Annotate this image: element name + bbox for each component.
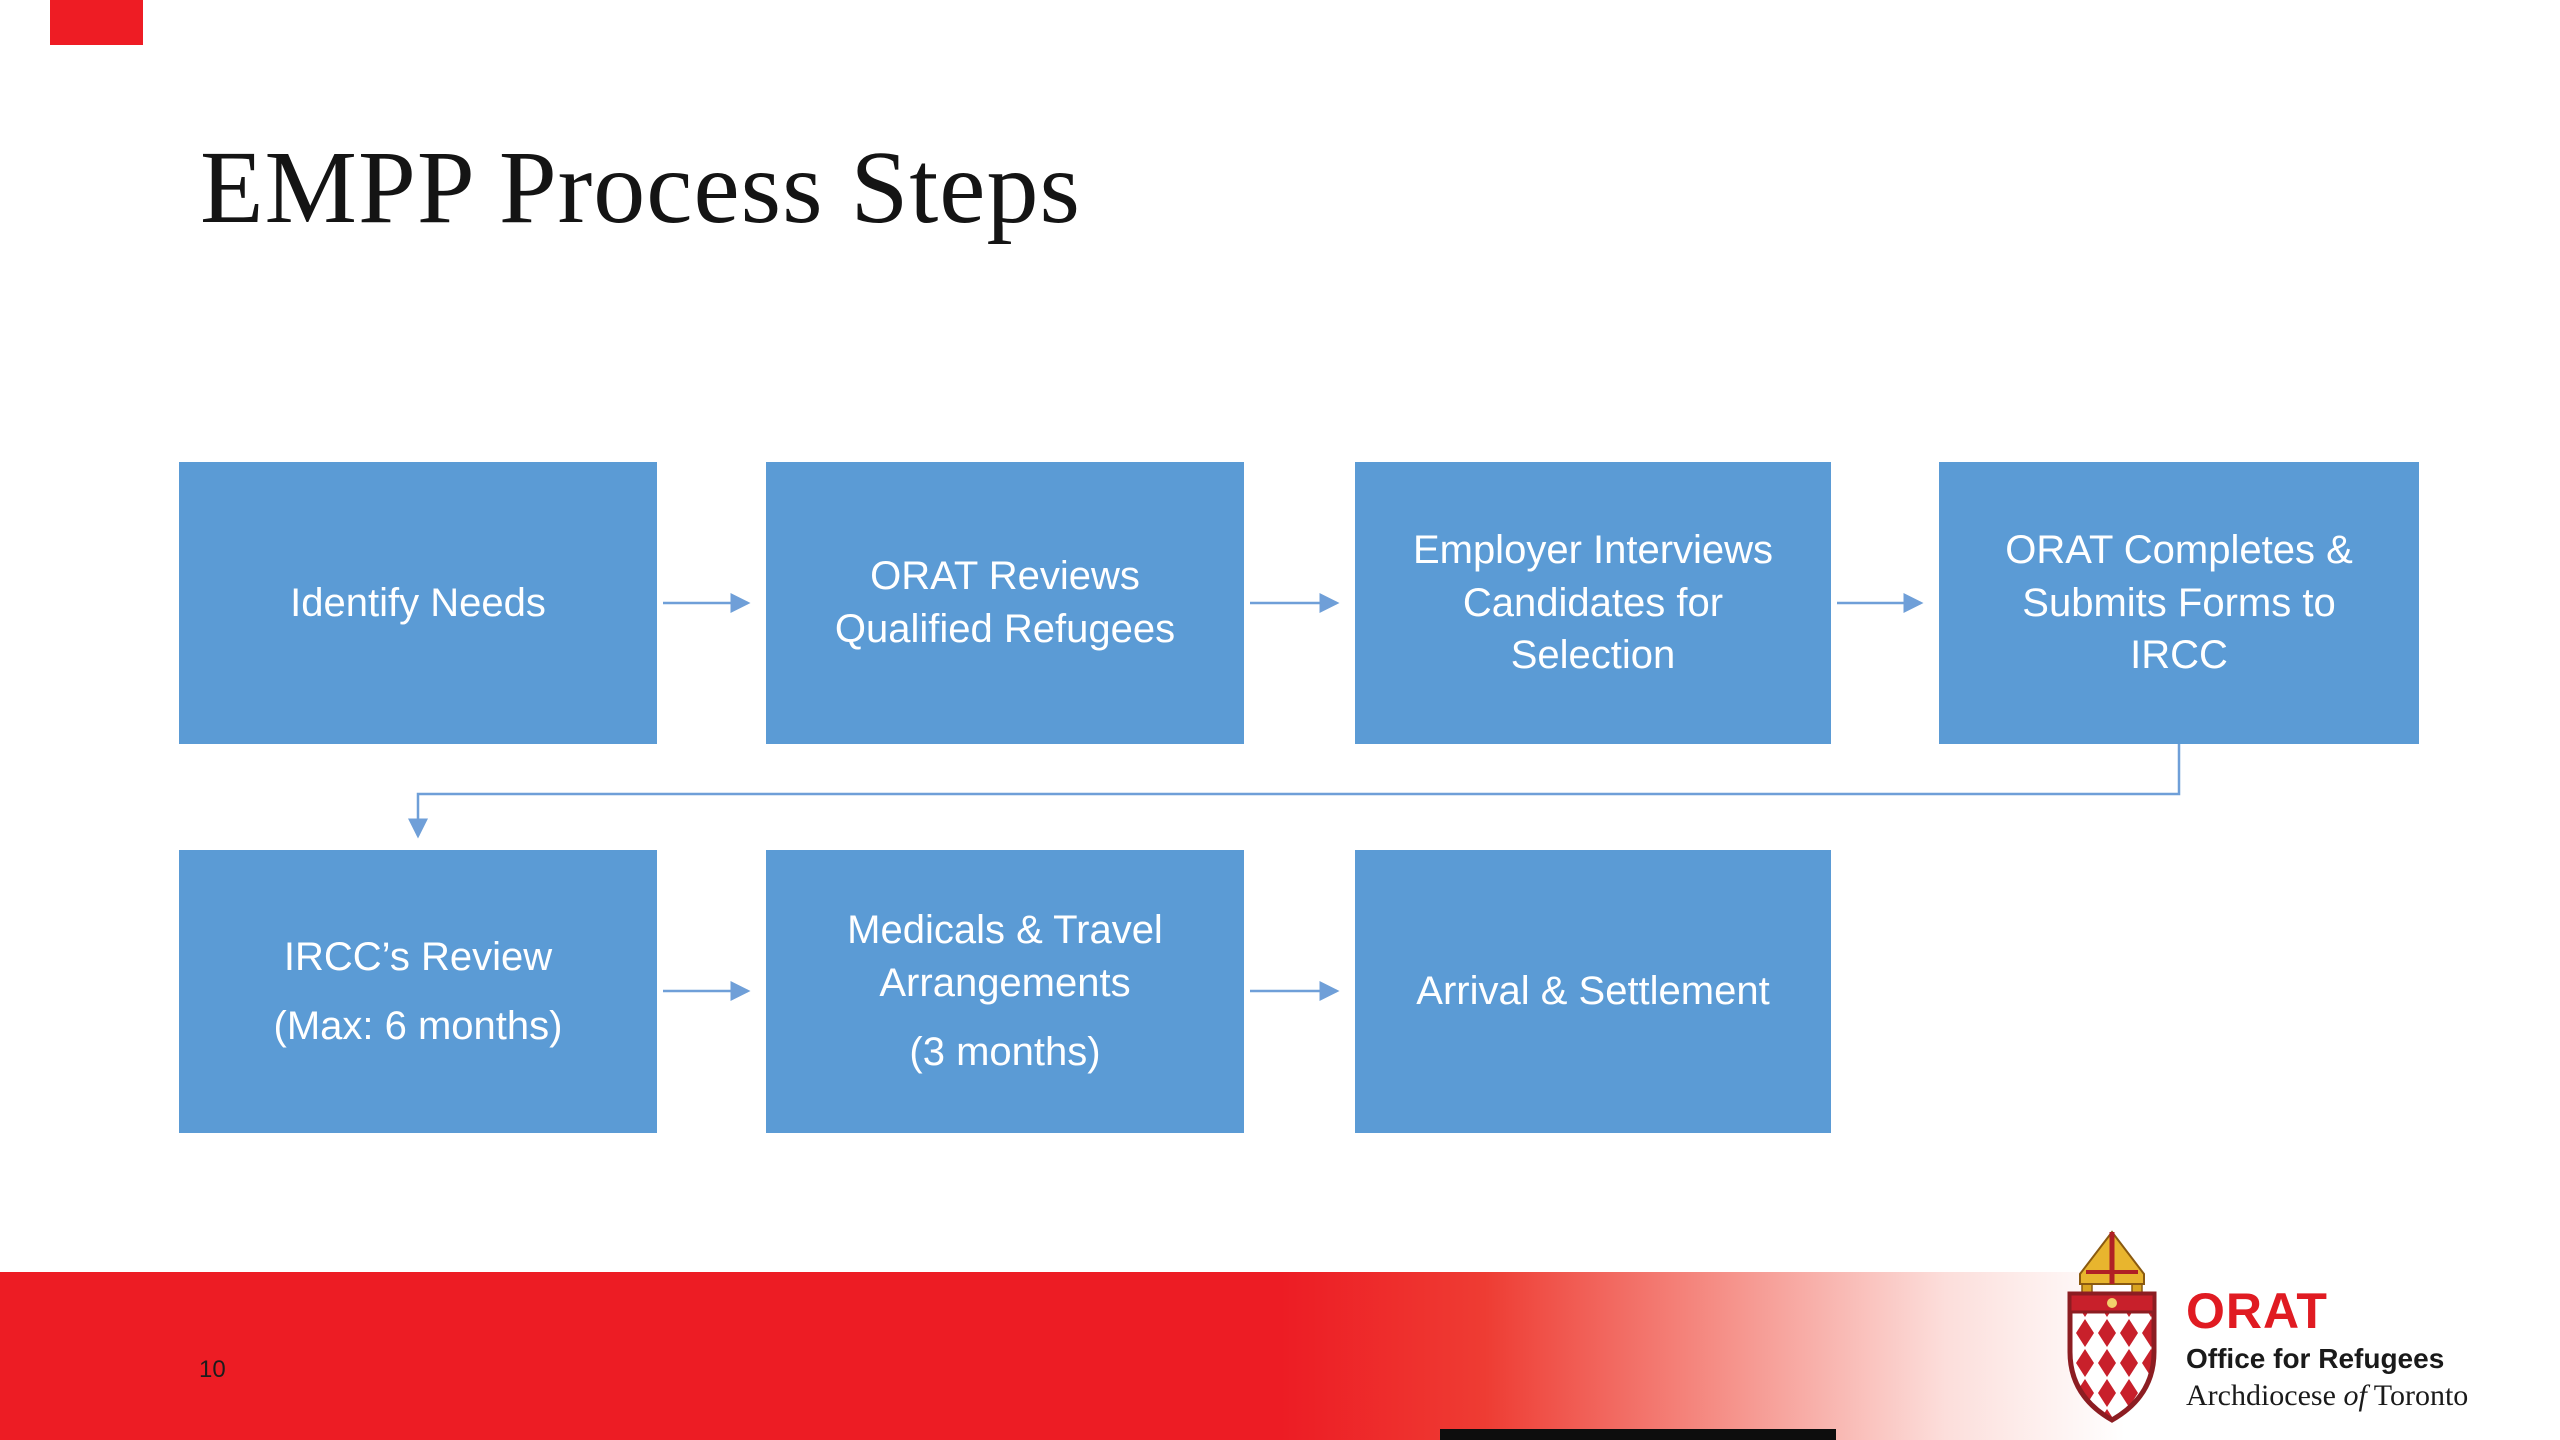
flow-step-arrival-settlement: Arrival & Settlement (1355, 850, 1831, 1133)
orat-crest-icon (2067, 1230, 2157, 1423)
flow-step-label: Identify Needs (290, 580, 546, 625)
org-suffix: Toronto (2366, 1378, 2469, 1412)
flow-step-sublabel: (Max: 6 months) (273, 1003, 563, 1048)
flow-step-identify-needs: Identify Needs (179, 462, 657, 744)
orat-subtitle-text: Office for Refugees (2186, 1343, 2445, 1374)
flow-step-label: Arrival & Settlement (1416, 969, 1770, 1014)
org-of: of (2343, 1378, 2367, 1412)
flow-step-label: ORAT Completes & Submits Forms to IRCC (2005, 527, 2353, 678)
video-progress-bar[interactable] (1440, 1429, 1836, 1440)
flow-step-sublabel: (3 months) (909, 1029, 1101, 1074)
flow-step-employer-interviews: Employer Interviews Candidates for Selec… (1355, 462, 1831, 744)
page-number: 10 (199, 1356, 226, 1383)
orat-logo-text: ORAT Office for Refugees Archdiocese of … (2186, 1286, 2468, 1412)
page-title: EMPP Process Steps (200, 130, 1081, 245)
org-prefix: Archdiocese (2186, 1378, 2344, 1412)
orat-org-text: Archdiocese of Toronto (2186, 1379, 2468, 1412)
flow-step-orat-submits-forms: ORAT Completes & Submits Forms to IRCC (1939, 462, 2419, 744)
flow-step-ircc-review: IRCC’s Review (Max: 6 months) (179, 850, 657, 1133)
arrow-elbow-connector (408, 744, 2181, 839)
orat-logo: ORAT Office for Refugees Archdiocese of … (2052, 1228, 2532, 1432)
flow-step-medicals-travel: Medicals & Travel Arrangements (3 months… (766, 850, 1244, 1133)
orat-brand-text: ORAT (2186, 1283, 2328, 1339)
flow-step-label: ORAT Reviews Qualified Refugees (834, 554, 1176, 651)
flow-step-label: Medicals & Travel Arrangements (847, 908, 1163, 1006)
flow-step-label: IRCC’s Review (283, 934, 553, 979)
flow-step-orat-reviews: ORAT Reviews Qualified Refugees (766, 462, 1244, 744)
flow-step-label: Employer Interviews Candidates for Selec… (1412, 527, 1774, 678)
red-corner-accent (50, 0, 143, 45)
